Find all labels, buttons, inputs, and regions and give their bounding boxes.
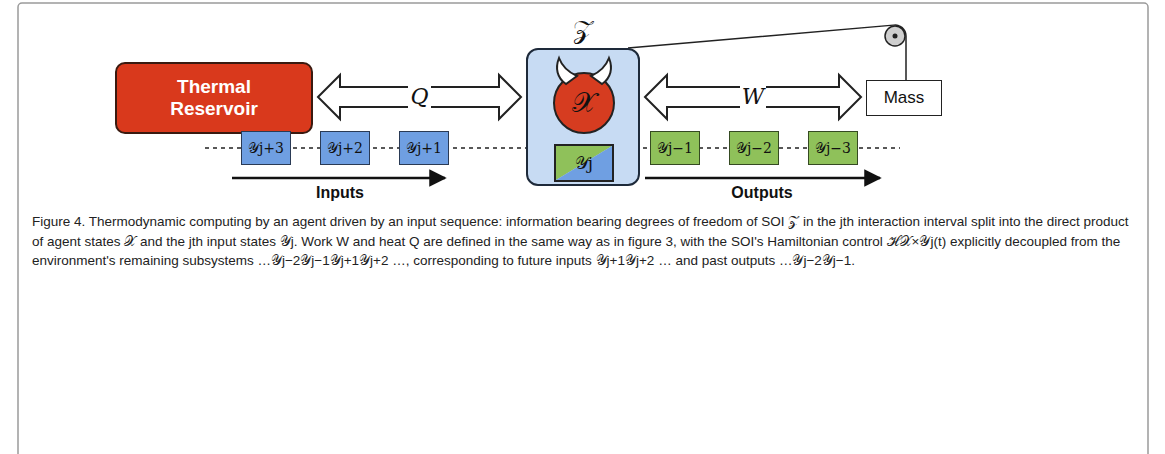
green-half bbox=[556, 146, 612, 180]
pulley-axle bbox=[893, 34, 898, 39]
rope-connector bbox=[628, 25, 906, 80]
input-node: 𝒴j+1 bbox=[399, 131, 449, 165]
input-node: 𝒴j+3 bbox=[241, 131, 291, 165]
inputs-arrow bbox=[232, 177, 445, 180]
output-node: 𝒴j−1 bbox=[650, 131, 700, 165]
soi-node: 𝒳𝒴j𝒵 bbox=[526, 48, 640, 186]
node-text: 𝒴j−2 bbox=[736, 140, 772, 157]
outputs-arrow bbox=[645, 177, 880, 180]
soi-heading: 𝒵 bbox=[528, 14, 638, 45]
node-text: 𝒴j−1 bbox=[657, 140, 693, 157]
node-text: 𝒴j−3 bbox=[815, 140, 851, 157]
blue-half bbox=[556, 146, 612, 180]
node-text: 𝒴j+2 bbox=[327, 140, 363, 157]
figure-frame bbox=[18, 3, 1148, 454]
output-node: 𝒴j−3 bbox=[808, 131, 858, 165]
flow-label: Inputs bbox=[316, 184, 364, 202]
node-text: Mass bbox=[884, 88, 925, 108]
node-text: 𝒴j+1 bbox=[406, 140, 442, 157]
flow-label: Outputs bbox=[731, 184, 792, 202]
hollow-connector bbox=[318, 75, 521, 119]
node-text: 𝒴j bbox=[575, 153, 593, 173]
split-node: 𝒴j bbox=[554, 144, 614, 182]
agent-node: 𝒳 bbox=[553, 72, 615, 134]
edge-label: W bbox=[740, 86, 767, 108]
mass-node: Mass bbox=[866, 80, 942, 116]
pulley-wheel bbox=[885, 26, 905, 46]
node-text: 𝒳 bbox=[572, 86, 596, 120]
node-text: 𝒴j+3 bbox=[248, 140, 284, 157]
edge-label: Q bbox=[408, 86, 430, 108]
reservoir-node: Thermal Reservoir bbox=[115, 62, 313, 134]
figure-caption: Figure 4. Thermodynamic computing by an … bbox=[32, 212, 1132, 271]
hollow-connector bbox=[645, 75, 861, 119]
output-node: 𝒴j−2 bbox=[729, 131, 779, 165]
horn bbox=[557, 58, 577, 84]
node-text: Thermal Reservoir bbox=[149, 76, 279, 120]
horn bbox=[591, 58, 611, 84]
input-node: 𝒴j+2 bbox=[320, 131, 370, 165]
